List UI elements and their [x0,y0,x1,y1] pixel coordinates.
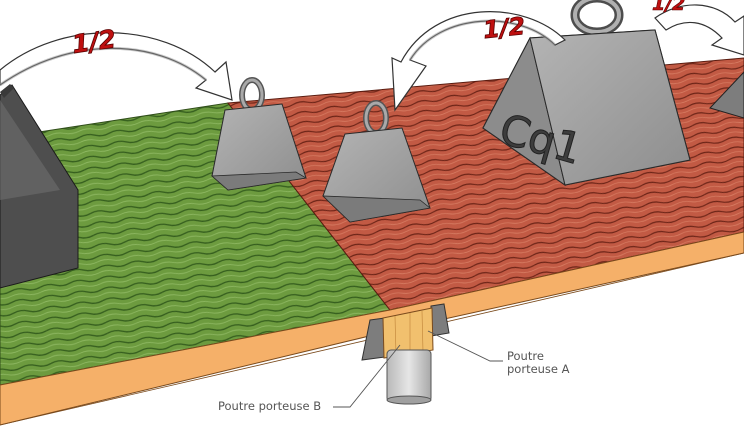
callout-leader-a [427,330,503,362]
beam-support [361,303,450,405]
callout-beam-a: Poutre porteuse A [507,350,570,376]
arrow-label-center: 1/2 [482,12,527,44]
arrow-right-half: 1/2 [652,0,744,56]
weight-green-side [210,77,308,191]
concrete-pier [386,349,432,403]
arrow-center-half: 1/2 [391,11,567,112]
weight-far-right [709,71,744,119]
weight-left-large [0,84,79,289]
weight-cq1: Cq1 [482,0,691,187]
callout-beam-a-line2: porteuse A [507,362,570,376]
weight-red-side [321,100,431,223]
arrow-label-left: 1/2 [70,24,118,59]
callout-beam-b: Poutre porteuse B [218,399,322,413]
callout-beam-a-line1: Poutre [507,349,544,363]
arrow-label-right: 1/2 [652,0,685,15]
callout-leader-b [333,344,401,408]
arrow-left-half: 1/2 [0,24,233,101]
